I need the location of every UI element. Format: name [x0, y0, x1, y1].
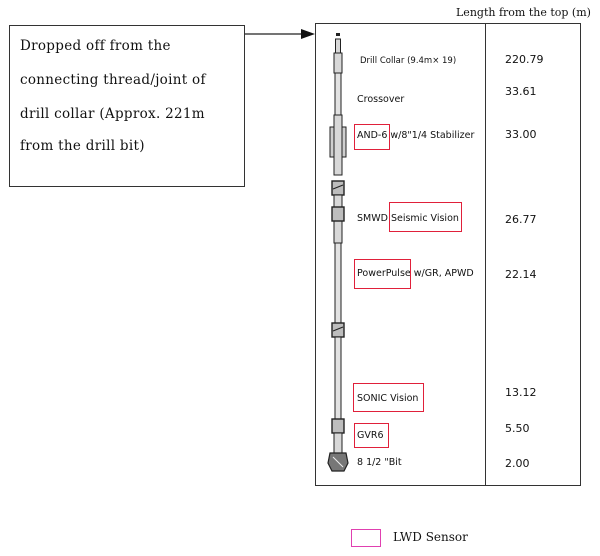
length-gvr6: 5.50 [505, 422, 530, 435]
label-gvr6: GVR6 [357, 430, 384, 441]
length-seismic-vision: 26.77 [505, 213, 537, 226]
tool-joint-2 [331, 206, 345, 222]
crossover-body [334, 72, 342, 116]
label-stabilizer: AND-6 w/8"1/4 Stabilizer [357, 130, 475, 141]
length-sonic-vision: 13.12 [505, 386, 537, 399]
lwd-sensor-box-powerpulse [354, 259, 411, 289]
legend-swatch [351, 529, 381, 547]
length-bit: 2.00 [505, 457, 530, 470]
legend-label: LWD Sensor [393, 530, 468, 544]
drill-collar-pin [335, 38, 341, 54]
tool-joint-3 [331, 322, 345, 338]
label-bit: 8 1/2 "Bit [357, 457, 402, 468]
gvr6-body [333, 432, 343, 454]
label-seismic-vision: SMWD Seismic Vision [357, 213, 459, 224]
powerpulse-body [334, 242, 342, 324]
note-line-4: from the drill bit) [20, 138, 145, 154]
bha-diagram-frame [315, 23, 581, 486]
drop-off-note-box: Dropped off from the connecting thread/j… [9, 25, 245, 187]
pointer-arrow [245, 29, 315, 39]
note-line-1: Dropped off from the [20, 38, 171, 54]
label-powerpulse: PowerPulse w/GR, APWD [357, 268, 474, 279]
lwd-sensor-box-gvr6 [354, 423, 389, 448]
length-stabilizer: 33.00 [505, 128, 537, 141]
length-drill-collar: 220.79 [505, 53, 544, 66]
label-crossover: Crossover [357, 94, 405, 105]
drill-collar-body [333, 52, 343, 74]
lwd-sensor-box-seismic-vision [389, 202, 462, 232]
drill-collar-top [336, 33, 340, 36]
sonic-vision-body [334, 336, 342, 420]
note-line-2: connecting thread/joint of [20, 72, 206, 88]
tool-joint-4 [331, 418, 345, 434]
length-column-header: Length from the top (m) [456, 6, 591, 19]
label-drill-collar: Drill Collar (9.4m× 19) [360, 56, 457, 66]
lwd-sensor-box-and6 [354, 124, 390, 150]
stabilizer-body [333, 114, 343, 176]
label-sonic-vision: SONIC Vision [357, 393, 419, 404]
stabilizer-blade-right [341, 126, 347, 158]
stabilizer-blade-left [329, 126, 335, 158]
tool-joint-1 [331, 180, 345, 196]
bha-tool-drawing [327, 33, 349, 472]
lwd-sensor-box-sonic-vision [353, 383, 424, 412]
length-powerpulse: 22.14 [505, 268, 537, 281]
note-line-3: drill collar (Approx. 221m [20, 106, 205, 122]
length-crossover: 33.61 [505, 85, 537, 98]
column-divider [485, 23, 486, 486]
